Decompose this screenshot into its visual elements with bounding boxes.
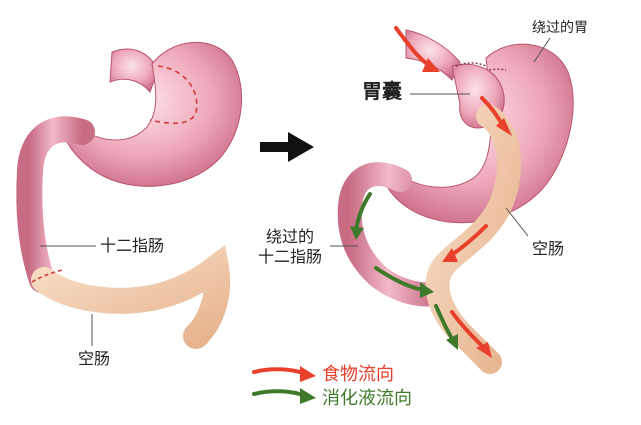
label-gastric-pouch: 胃囊 xyxy=(362,79,402,103)
jejunum-leader-line-right xyxy=(505,207,529,237)
left-pouch-dashed-line xyxy=(149,65,198,125)
right-bypassed-duodenum xyxy=(337,162,448,307)
normal-anatomy xyxy=(16,41,243,349)
food-flow-arrows xyxy=(394,26,512,358)
bypassed-stomach-leader-line xyxy=(533,37,551,63)
label-bypassed-stomach: 绕过的胃 xyxy=(532,20,588,36)
right-bypassed-stomach xyxy=(385,43,574,224)
left-jejunum xyxy=(31,244,231,349)
legend-digestive-fluid-flow-label: 消化液流向 xyxy=(322,388,412,409)
pouch-staple-line xyxy=(455,62,487,67)
label-bypassed-duodenum-line1: 绕过的 xyxy=(266,227,315,246)
legend-food-arrow-icon xyxy=(252,367,308,376)
transition-arrow xyxy=(260,132,314,162)
label-duodenum: 十二指肠 xyxy=(100,236,165,255)
left-duodenum-jejunum-junction xyxy=(31,269,63,283)
label-bypassed-duodenum-line2: 十二指肠 xyxy=(258,247,323,266)
left-stomach xyxy=(62,41,243,187)
legend-arrows xyxy=(252,366,316,404)
right-esophagus xyxy=(405,29,461,81)
legend-food-flow-label: 食物流向 xyxy=(322,364,394,385)
remnant-staple-line xyxy=(477,68,507,75)
left-duodenum xyxy=(16,116,95,293)
bypass-anatomy xyxy=(330,26,574,374)
digestive-fluid-arrows xyxy=(350,192,458,350)
label-jejunum-right: 空肠 xyxy=(532,239,565,258)
legend-fluid-arrow-icon xyxy=(252,389,308,398)
right-jejunum-roux-limb xyxy=(425,104,522,374)
left-esophagus xyxy=(109,48,159,93)
label-jejunum-left: 空肠 xyxy=(78,349,111,368)
